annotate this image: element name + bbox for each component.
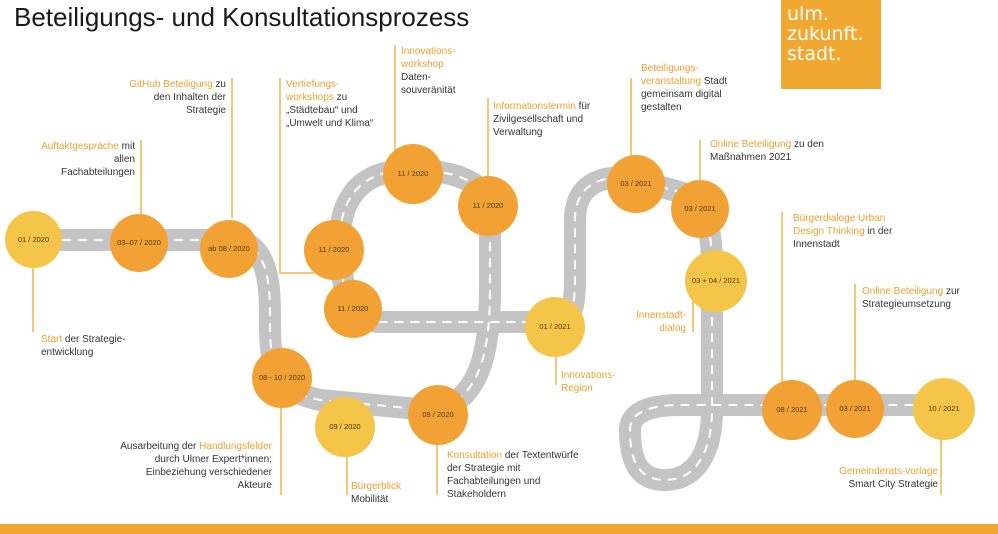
timeline-node: 03–07 / 2020 [110,214,168,272]
annotation-informationstermin: Informationstermin für Zivilgesellschaft… [493,101,591,138]
page-title: Beteiligungs- und Konsultationsprozess [14,2,470,32]
annotation-vertiefung: Vertiefungs-workshops zu „Städtebau“ und… [286,79,374,129]
timeline-node: 01 / 2021 [525,297,585,357]
connector-line [279,78,281,273]
timeline-node: ab 08 / 2020 [200,220,258,278]
annotation-buergerdialoge: Bürgerdialoge Urban Design Thinking in d… [793,213,893,250]
timeline-node: 11 / 2020 [304,220,364,280]
connector-line [487,98,489,188]
connector-line [394,45,396,160]
annotation-github: GitHub Beteiligung zu den Inhalten der S… [129,79,226,116]
timeline-node: 08 - 10 / 2020 [252,348,312,408]
annotation-konsultation: Konsultation der Textentwürfe der Strate… [447,450,579,500]
timeline-node: 11 / 2020 [324,280,382,338]
annotation-handlungsfelder: Ausarbeitung der Handlungsfelder durch U… [120,441,272,491]
annotation-auftakt: Auftaktgespräche mit allen Fachabteilung… [41,141,135,178]
connector-line [279,272,314,274]
annotation-innenstadt-dialog: Innenstadt-dialog [635,310,686,334]
connector-line [630,78,632,158]
timeline-node: 03 / 2021 [607,155,665,213]
logo-line-1: ulm. [787,3,829,25]
annotation-beteiligungsveranstaltung: Beteiligungs-veranstaltung Stadt gemeins… [641,63,728,113]
bottom-bar [0,524,998,534]
timeline-node: 11 / 2020 [458,176,518,236]
annotation-gemeinderat: Gemeinderats-vorlage Smart City Strategi… [839,466,938,490]
connector-line [555,355,557,385]
annotation-online-1: Online Beteiligung zu den Maßnahmen 2021 [710,139,824,163]
connector-line [940,430,942,495]
annotation-online-2: Online Beteiligung zur Strategieumsetzun… [862,286,960,310]
timeline-node: 09 / 2020 [315,397,375,457]
timeline-node: 03 / 2021 [826,380,884,438]
annotation-start: Start der Strategie-entwicklung [41,334,126,358]
annotation-innovations-workshop: Innovations-workshop Daten-souveränität [401,46,456,96]
ulm-zukunft-stadt-logo: ulm. zukunft. stadt. [781,0,881,89]
connector-line [436,445,438,495]
timeline-node: 01 / 2020 [5,211,62,268]
connector-line [140,140,142,215]
timeline-node: 11 / 2020 [383,144,443,204]
connector-line [692,292,694,332]
timeline-node: 10 / 2021 [913,378,975,440]
annotation-buergerblick: Bürgerblick Mobilität [351,481,402,505]
connector-line [854,284,856,384]
timeline-node: 08 / 2021 [762,380,822,440]
annotation-innovations-region: Innovations-Region [561,370,616,394]
connector-line [346,440,348,495]
connector-line [32,262,34,332]
connector-line [280,390,282,495]
connector-line [699,140,701,182]
connector-line [231,78,233,218]
timeline-node: 09 / 2020 [408,385,468,445]
logo-line-2: zukunft. [787,23,864,45]
logo-line-3: stadt. [787,43,842,65]
connector-line [781,212,783,384]
timeline-node: 03 + 04 / 2021 [685,250,747,312]
timeline-node: 03 / 2021 [671,180,729,238]
